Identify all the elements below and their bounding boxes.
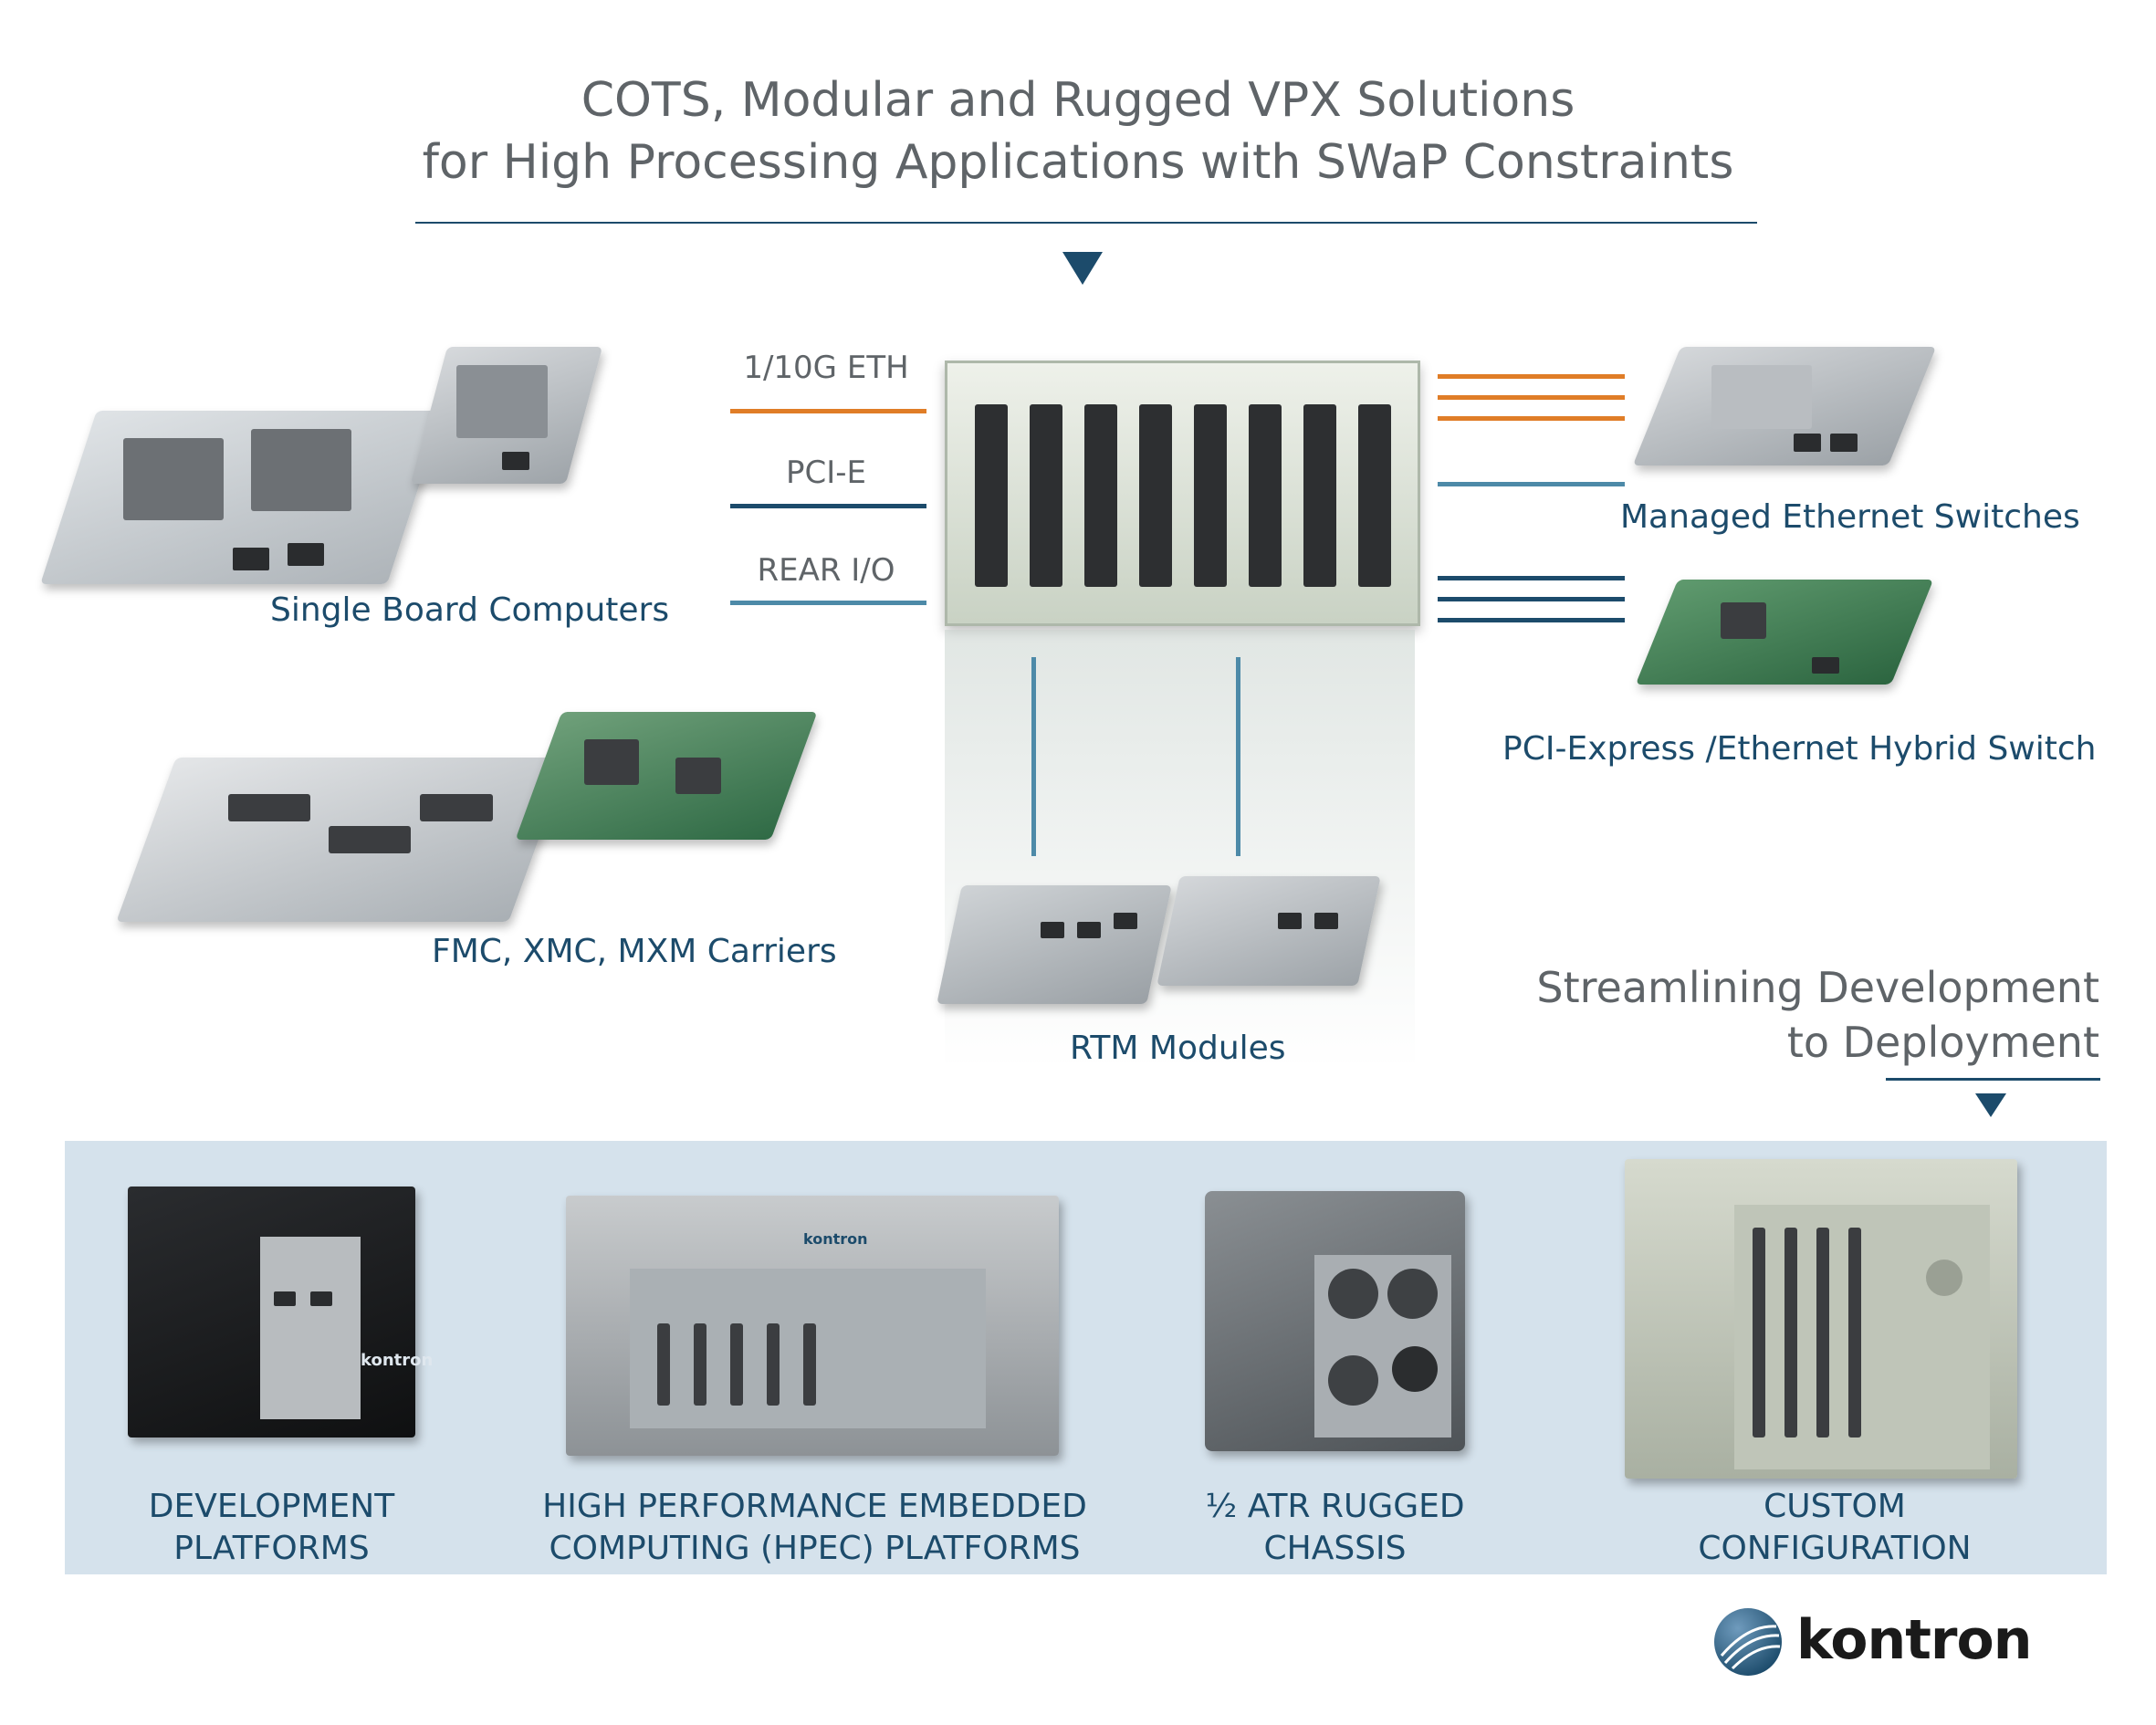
- hybrid-line-right-2: [1438, 597, 1625, 601]
- streamlining-heading: Streamlining Development to Deployment: [1369, 960, 2099, 1070]
- hybrid-switch-board: [1635, 570, 1934, 694]
- platform-custom-line-2: CONFIGURATION: [1698, 1530, 1972, 1567]
- pcie-line-left: [730, 504, 926, 508]
- hpec-logo-icon: kontron: [803, 1230, 868, 1248]
- custom-configuration-image: [1625, 1159, 2017, 1479]
- page-title: COTS, Modular and Rugged VPX Solutions f…: [0, 69, 2156, 193]
- down-arrow-icon: [1062, 252, 1103, 285]
- sbc-board-small: [410, 338, 603, 484]
- title-divider: [415, 222, 1757, 224]
- eth-line-right-3: [1438, 416, 1625, 421]
- rtm-module-2: [1156, 867, 1381, 995]
- platform-custom-line-1: CUSTOM: [1764, 1488, 1906, 1525]
- rtm-line-2: [1236, 657, 1240, 856]
- hpec-platform-image: kontron: [566, 1196, 1059, 1456]
- ethernet-switch-board: [1632, 338, 1937, 475]
- platform-atr-line-2: CHASSIS: [1263, 1530, 1407, 1567]
- platform-label-development: DEVELOPMENT PLATFORMS: [91, 1486, 452, 1570]
- platform-label-hpec: HIGH PERFORMANCE EMBEDDED COMPUTING (HPE…: [511, 1486, 1118, 1570]
- label-hybrid-switch: PCI-Express /Ethernet Hybrid Switch: [1502, 730, 2097, 768]
- eth-line-right-2: [1438, 395, 1625, 400]
- vpx-backplane: [945, 361, 1420, 626]
- platform-development-line-2: PLATFORMS: [173, 1530, 370, 1567]
- title-line-1: COTS, Modular and Rugged VPX Solutions: [581, 73, 1575, 128]
- rtm-line-1: [1031, 657, 1036, 856]
- streamlining-divider: [1886, 1078, 2100, 1081]
- eth-line-left: [730, 409, 926, 413]
- label-eth: 1/10G ETH: [743, 350, 909, 386]
- streamlining-down-arrow-icon: [1975, 1093, 2006, 1117]
- label-rear-io: REAR I/O: [757, 552, 895, 589]
- dev-platform-logo-icon: kontron: [361, 1351, 434, 1370]
- hybrid-line-right-1: [1438, 576, 1625, 580]
- atr-chassis-image: [1205, 1191, 1465, 1451]
- rtm-module-1: [937, 876, 1172, 1013]
- kontron-globe-icon: [1714, 1608, 1782, 1676]
- rear-io-line-left: [730, 601, 926, 605]
- sbc-board-large: [40, 392, 444, 593]
- platform-hpec-line-1: HIGH PERFORMANCE EMBEDDED: [542, 1488, 1087, 1525]
- title-line-2: for High Processing Applications with SW…: [422, 135, 1734, 190]
- platform-development-line-1: DEVELOPMENT: [148, 1488, 395, 1525]
- kontron-wordmark: kontron: [1796, 1608, 2032, 1672]
- streamlining-line-2: to Deployment: [1786, 1018, 2099, 1067]
- label-pcie: PCI-E: [785, 455, 867, 491]
- streamlining-line-1: Streamlining Development: [1536, 963, 2099, 1012]
- pcie-line-right: [1438, 482, 1625, 486]
- platform-label-atr: ½ ATR RUGGED CHASSIS: [1150, 1486, 1520, 1570]
- hybrid-line-right-3: [1438, 618, 1625, 622]
- carrier-board-small: [515, 703, 818, 849]
- carrier-board-large: [116, 739, 569, 931]
- label-carriers: FMC, XMC, MXM Carriers: [432, 933, 837, 970]
- kontron-logo: kontron: [1712, 1606, 2096, 1679]
- label-rtm-modules: RTM Modules: [1070, 1030, 1286, 1067]
- label-single-board-computers: Single Board Computers: [270, 591, 670, 629]
- platform-atr-line-1: ½ ATR RUGGED: [1205, 1488, 1465, 1525]
- label-managed-ethernet-switches: Managed Ethernet Switches: [1620, 498, 2080, 536]
- platform-hpec-line-2: COMPUTING (HPEC) PLATFORMS: [549, 1530, 1081, 1567]
- platform-label-custom: CUSTOM CONFIGURATION: [1661, 1486, 2008, 1570]
- eth-line-right-1: [1438, 374, 1625, 379]
- development-platform-image: kontron: [128, 1187, 433, 1438]
